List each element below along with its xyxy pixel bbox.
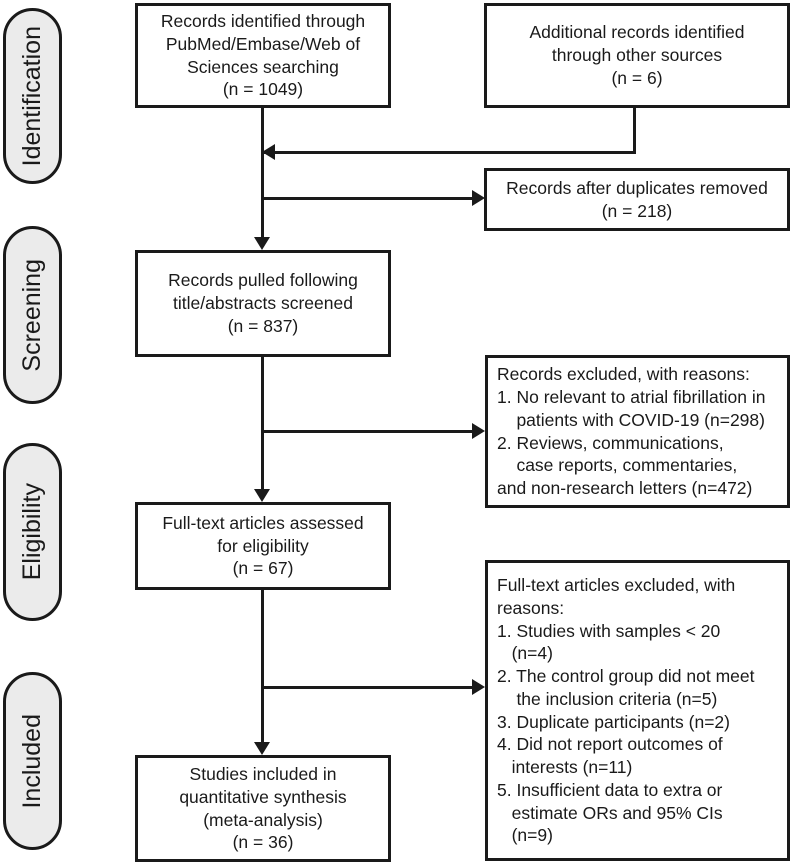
box-line: 2. The control group did not meet (497, 666, 755, 686)
arrowhead-to-fulltext-excluded (472, 679, 485, 695)
box-records-excluded: Records excluded, with reasons: 1. No re… (485, 355, 790, 508)
box-line: (n=9) (497, 825, 553, 846)
box-line: Full-text articles assessed (162, 512, 364, 533)
connector-screened-down (261, 357, 264, 497)
box-line: Full-text articles excluded, with (497, 575, 736, 595)
box-line: quantitative synthesis (179, 786, 347, 807)
box-line: (meta-analysis) (203, 809, 323, 830)
box-line: 3. Duplicate participants (n=2) (497, 711, 730, 732)
box-fulltext-assessed: Full-text articles assessed for eligibil… (135, 502, 391, 590)
box-fulltext-excluded: Full-text articles excluded, with reason… (485, 560, 790, 861)
box-line: and non-research letters (n=472) (497, 478, 753, 498)
box-line: estimate ORs and 95% CIs (497, 802, 723, 823)
box-records-screened: Records pulled following title/abstracts… (135, 250, 391, 357)
arrowhead-to-duplicates (472, 190, 485, 206)
box-line: (n = 837) (227, 315, 299, 336)
box-line: 1. No relevant to atrial fibrillation in (497, 387, 766, 407)
box-line: reasons: (497, 597, 565, 618)
box-line: case reports, commentaries, (497, 455, 738, 476)
box-additional-records: Additional records identified through ot… (484, 3, 790, 108)
box-line: (n = 218) (601, 200, 673, 221)
box-line: through other sources (551, 45, 723, 66)
box-line: Records identified through (160, 11, 366, 31)
stage-pill-screening: Screening (3, 226, 62, 404)
connector-fulltext-down (261, 590, 264, 752)
stage-label-identification: Identification (18, 25, 46, 167)
box-line: Additional records identified (529, 22, 745, 43)
box-line: (n = 67) (232, 558, 294, 579)
box-line: patients with COVID-19 (n=298) (497, 409, 765, 430)
connector-to-fulltext-excluded (264, 686, 472, 689)
box-line: 2. Reviews, communications, (497, 432, 724, 453)
connector-to-duplicates (264, 197, 472, 200)
box-line: title/abstracts screened (173, 293, 353, 314)
connector-to-records-excluded (264, 430, 472, 433)
box-line: Studies included in (189, 764, 337, 784)
stage-label-screening: Screening (18, 258, 46, 372)
box-line: the inclusion criteria (n=5) (497, 688, 718, 709)
box-line: Records after duplicates removed (506, 177, 768, 198)
arrowhead-to-studies-included (254, 742, 270, 755)
box-line: Records pulled following (168, 270, 358, 291)
connector-additional-down (633, 108, 636, 154)
stage-label-eligibility: Eligibility (18, 483, 46, 581)
box-line: (n = 1049) (222, 79, 304, 100)
box-line: PubMed/Embase/Web of (165, 33, 361, 54)
arrowhead-additional-into-main (262, 144, 275, 160)
box-line: (n = 36) (232, 832, 294, 853)
box-line: Sciences searching (187, 56, 339, 77)
box-line: (n=4) (497, 643, 553, 664)
connector-additional-horizontal (264, 151, 636, 154)
box-duplicates-removed: Records after duplicates removed (n = 21… (484, 168, 790, 231)
box-line: 4. Did not report outcomes of (497, 734, 723, 755)
box-line: Records excluded, with reasons: (497, 364, 750, 385)
box-line: interests (n=11) (497, 757, 633, 777)
connector-identified-down (261, 108, 264, 245)
stage-pill-eligibility: Eligibility (3, 443, 62, 621)
stage-label-included: Included (18, 713, 46, 809)
stage-pill-identification: Identification (3, 8, 62, 184)
box-line: 5. Insufficient data to extra or (497, 779, 723, 800)
arrowhead-to-records-screened (254, 237, 270, 250)
box-studies-included: Studies included in quantitative synthes… (135, 755, 391, 862)
stage-pill-included: Included (3, 672, 62, 850)
box-line: 1. Studies with samples < 20 (497, 620, 721, 641)
box-records-identified: Records identified through PubMed/Embase… (135, 3, 391, 108)
arrowhead-to-fulltext-assessed (254, 489, 270, 502)
box-line: for eligibility (217, 535, 309, 556)
box-line: (n = 6) (611, 67, 663, 88)
arrowhead-to-records-excluded (472, 423, 485, 439)
